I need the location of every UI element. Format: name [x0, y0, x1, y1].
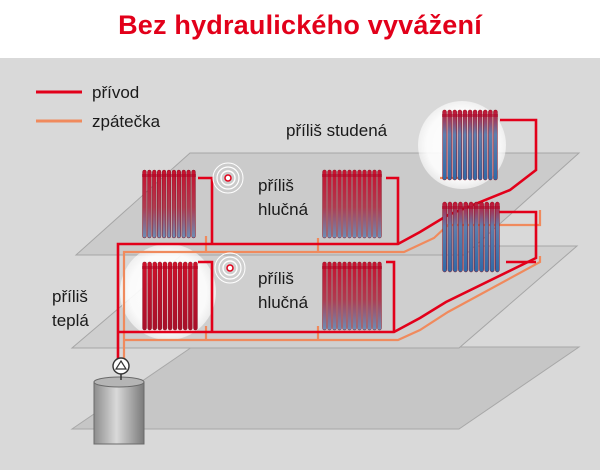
legend: přívod zpátečka — [36, 83, 161, 131]
radiators — [142, 109, 500, 331]
radiator-icon — [442, 201, 500, 273]
radiator-icon — [322, 169, 382, 239]
radiator-icon — [142, 169, 196, 239]
label-too-warm-line2: teplá — [52, 311, 89, 330]
noise-icon — [212, 162, 244, 194]
pump-icon — [112, 357, 130, 380]
label-too-noisy-bottom-line2: hlučná — [258, 293, 309, 312]
boiler-icon — [93, 376, 145, 445]
legend-return-label: zpátečka — [92, 112, 161, 131]
legend-supply-label: přívod — [92, 83, 139, 102]
label-too-noisy-top-line2: hlučná — [258, 200, 309, 219]
label-too-noisy-top-line1: příliš — [258, 176, 294, 195]
label-too-warm-line1: příliš — [52, 287, 88, 306]
radiator-icon — [142, 261, 198, 331]
radiator-icon — [322, 261, 382, 331]
radiator-icon — [442, 109, 498, 181]
noise-icon — [214, 252, 246, 284]
floor-plate-bottom — [70, 346, 581, 430]
supply-pipes — [116, 118, 538, 360]
label-too-noisy-bottom-line1: příliš — [258, 269, 294, 288]
page-title: Bez hydraulického vyvážení — [118, 10, 482, 40]
label-too-cold: příliš studená — [286, 121, 388, 140]
